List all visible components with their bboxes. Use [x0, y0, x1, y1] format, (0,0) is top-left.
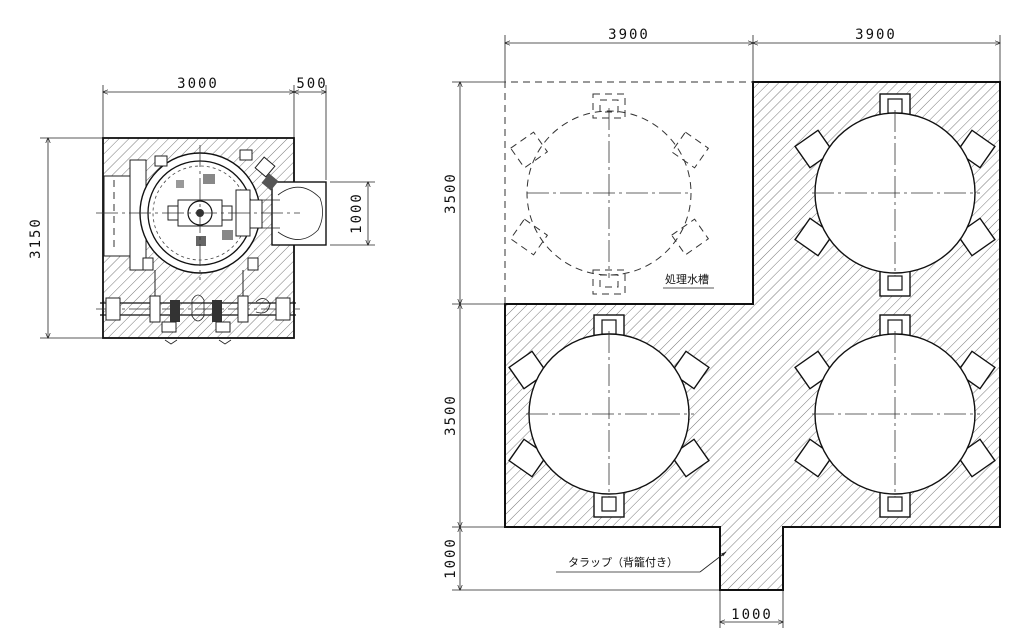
dim-left-bottom-label: 1000 [443, 537, 459, 579]
tank-top-right [794, 93, 996, 297]
treated-water-tank-label: 処理水槽 [665, 273, 709, 286]
left-equipment [103, 175, 131, 257]
dim-small-width-label: 3000 [177, 76, 219, 92]
small-plan: 3000 500 3150 1000 [28, 76, 375, 345]
dim-top-right-label: 3900 [855, 27, 897, 43]
pump-right [212, 300, 222, 322]
treated-water-tank [509, 93, 710, 295]
large-plan: 3900 3900 3500 3500 1000 1000 [443, 27, 1001, 628]
tank-bottom-left [508, 314, 710, 518]
dim-left-upper-label: 3500 [443, 172, 459, 214]
inlet-box [271, 181, 327, 246]
dim-small-offset-label: 500 [296, 76, 327, 92]
dim-small-width: 3000 [103, 76, 294, 138]
dim-top-left-label: 3900 [608, 27, 650, 43]
trap-label: タラップ（背籠付き） [568, 555, 678, 569]
dim-top: 3900 3900 [505, 27, 1000, 82]
dim-small-inlet: 1000 [330, 182, 375, 245]
dim-bottom: 1000 [720, 590, 783, 628]
dim-small-height: 3150 [28, 138, 103, 338]
dim-small-height-label: 3150 [28, 217, 44, 259]
pump-left [170, 300, 180, 322]
dim-bottom-label: 1000 [731, 607, 773, 623]
dim-left: 3500 3500 1000 [443, 82, 720, 590]
dim-left-lower-label: 3500 [443, 394, 459, 436]
dim-small-offset: 500 [294, 76, 328, 180]
dim-small-inlet-label: 1000 [349, 192, 365, 234]
tank-bottom-right [794, 314, 996, 518]
